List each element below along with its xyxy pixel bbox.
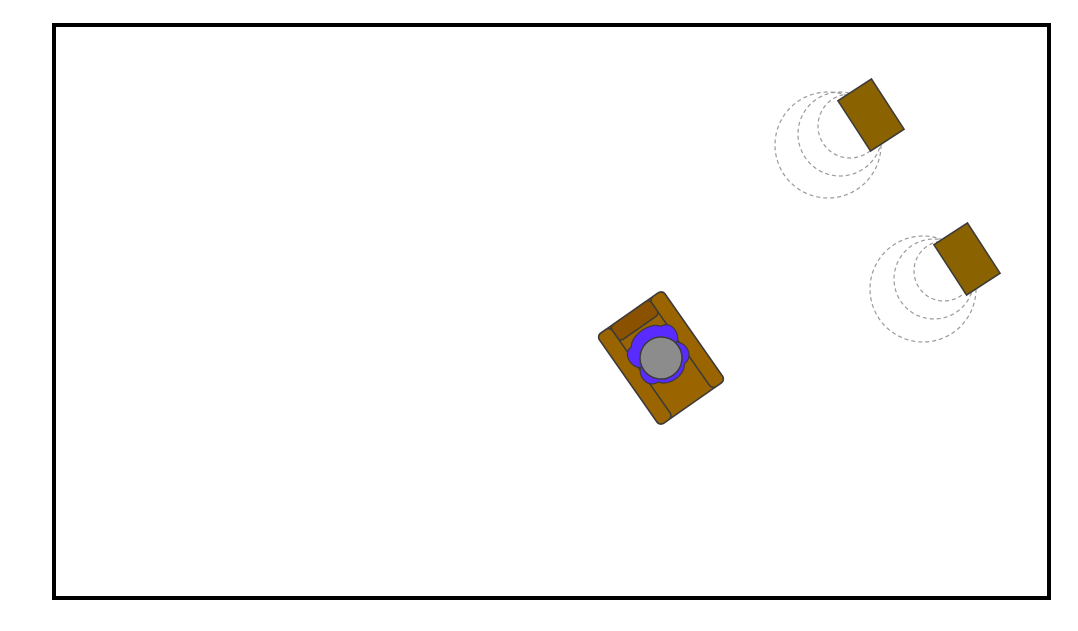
speaker-right [869,221,1002,343]
room-wall [52,23,1051,600]
speaker-box [836,77,906,153]
armchair-with-person [597,291,725,425]
person-head [639,336,683,380]
chair-backrest [610,300,659,341]
speaker-top [774,77,906,199]
speaker-box [932,221,1002,297]
